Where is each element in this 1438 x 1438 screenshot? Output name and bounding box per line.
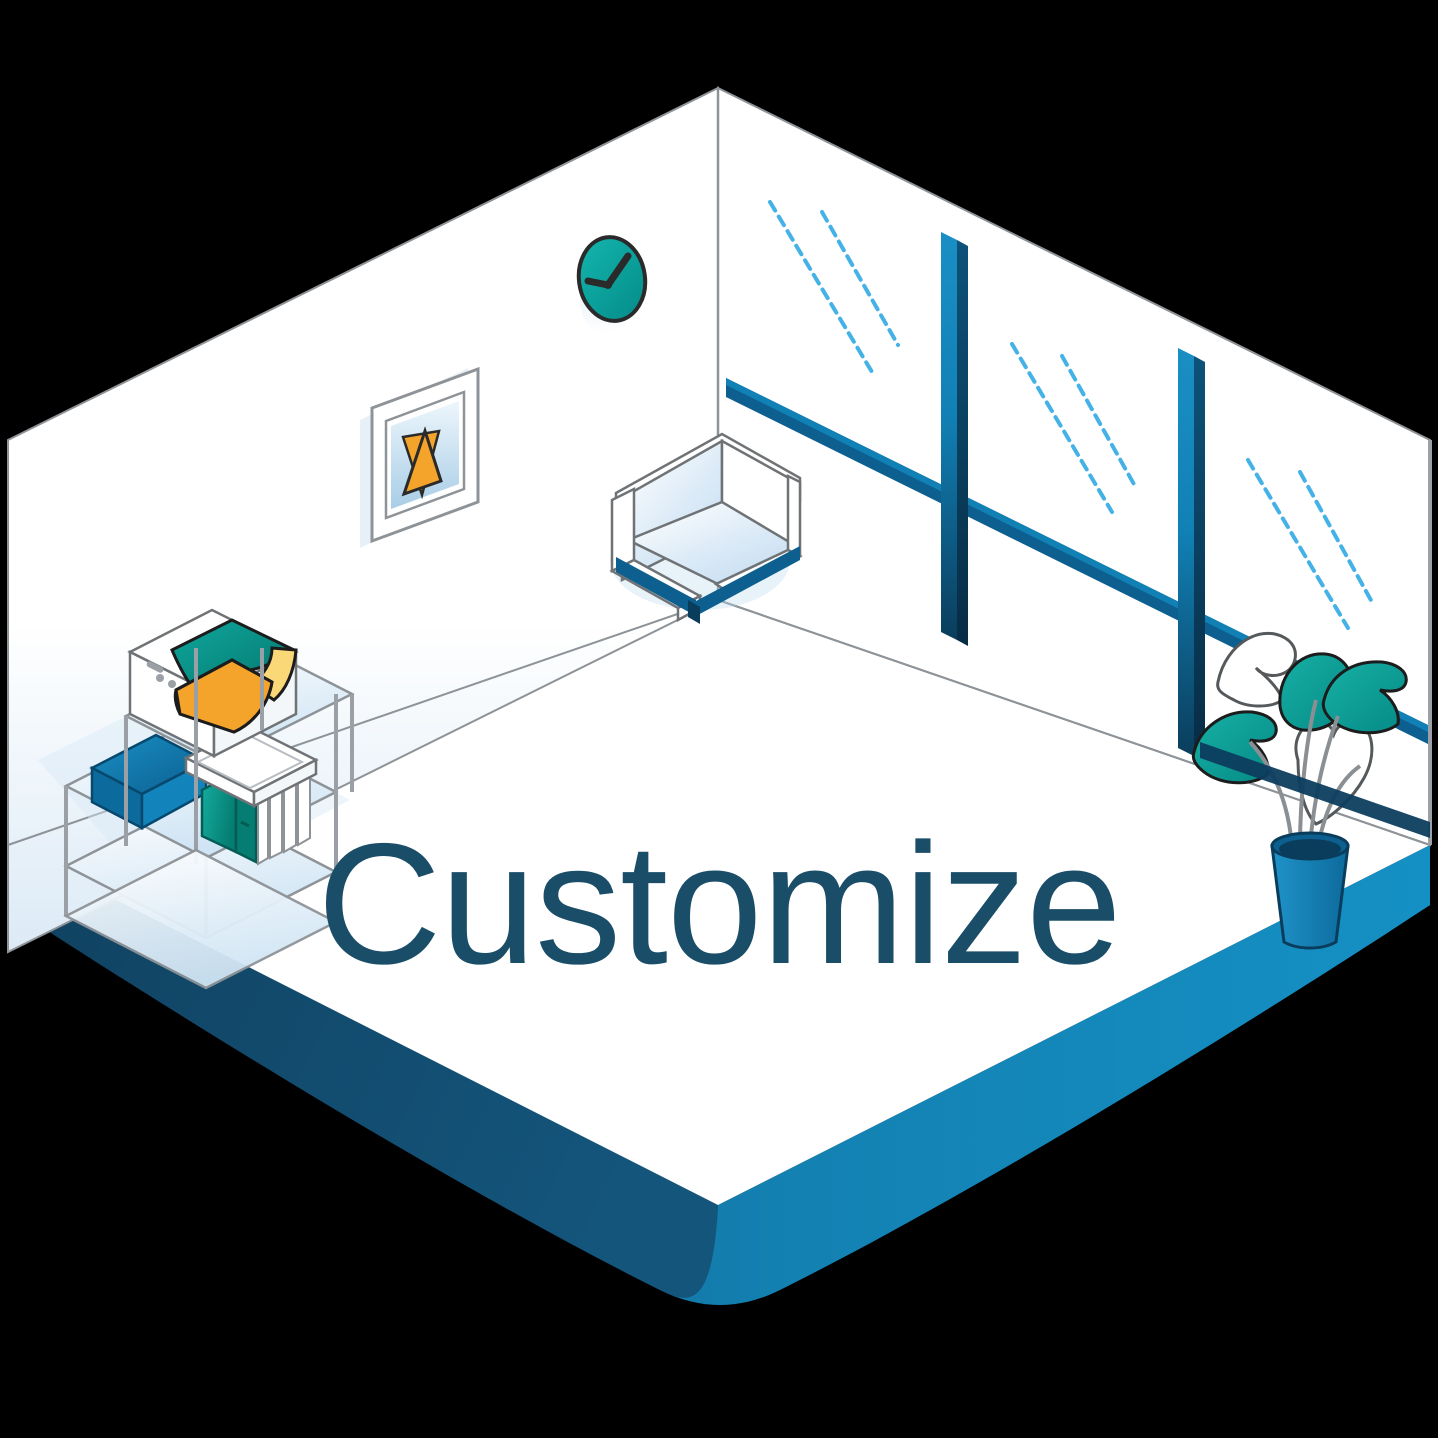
armchair[interactable] <box>609 432 803 624</box>
wall-clock[interactable] <box>573 233 650 334</box>
glass-streaks-pane-2 <box>1010 342 1137 514</box>
shelf-frame-posts <box>64 648 354 938</box>
window-mullion-2 <box>1178 348 1205 762</box>
glass-streaks-pane-3 <box>1246 458 1374 630</box>
printer[interactable] <box>127 608 299 759</box>
shelf-unit[interactable] <box>38 608 355 990</box>
blue-storage-box[interactable] <box>89 733 209 831</box>
plant-leaf-outline-top <box>1216 631 1297 708</box>
window-mullion-1 <box>941 232 968 646</box>
armchair-base-right <box>696 546 800 616</box>
glass-streaks-pane-1 <box>768 200 900 374</box>
armchair-base-left <box>616 557 696 616</box>
clock-center <box>604 281 612 289</box>
framed-picture[interactable] <box>360 366 480 548</box>
right-wall-baseboard <box>1200 742 1430 838</box>
printer-control-panel <box>146 661 176 688</box>
pot-soil <box>1279 839 1341 859</box>
shelf-board-base <box>63 848 339 990</box>
plant-pot <box>1270 831 1350 950</box>
